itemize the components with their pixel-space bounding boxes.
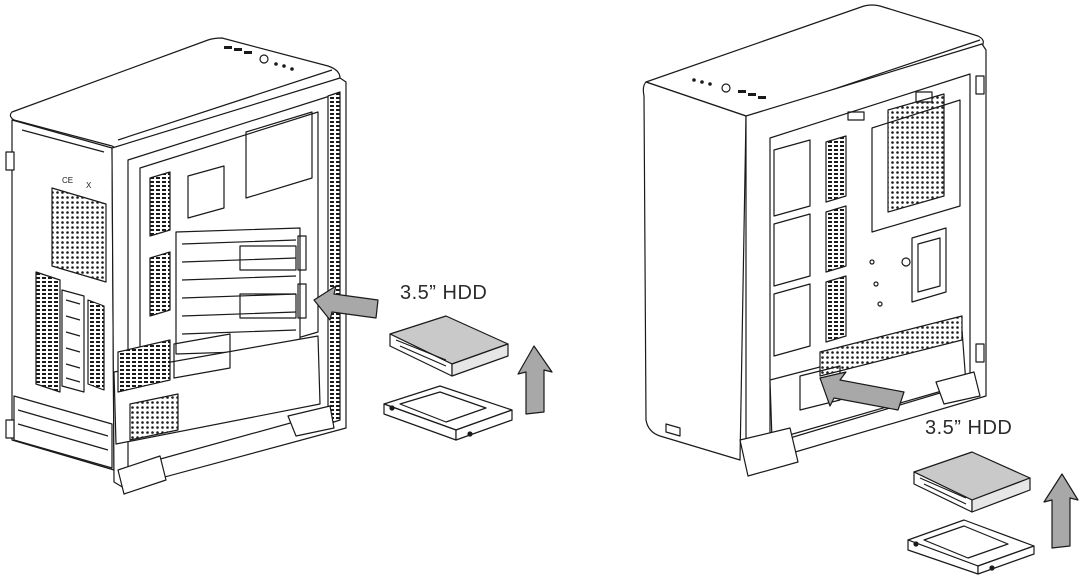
arrow-icon: [1044, 474, 1078, 548]
drive-tray-icon: [384, 386, 512, 440]
left-case-back-panel: [12, 120, 114, 470]
drive-tray-icon: [908, 520, 1034, 574]
fan-grille-icon: [52, 188, 106, 282]
hard-drive-icon: [390, 316, 508, 376]
left-pci-slots: [36, 272, 104, 392]
hard-drive-icon: [914, 452, 1030, 512]
right-case: [643, 5, 986, 476]
right-front-io-buttons: [692, 78, 766, 99]
hdd-callout-left: 3.5” HDD: [400, 282, 488, 304]
arrow-icon: [314, 286, 378, 320]
arrow-icon: [518, 346, 552, 414]
left-case: CE X: [6, 38, 346, 494]
arrow-icon: [820, 372, 904, 410]
left-case-foot: [118, 456, 166, 494]
left-hdd-cage: [176, 228, 306, 354]
left-front-vent: [328, 92, 340, 424]
right-case-foot: [740, 428, 798, 476]
right-case-side-panel: [643, 82, 746, 460]
ce-mark: CE: [62, 176, 73, 185]
hdd-callout-right: 3.5” HDD: [925, 417, 1013, 439]
left-front-io-buttons: [224, 46, 294, 71]
weee-mark: X: [86, 181, 92, 190]
